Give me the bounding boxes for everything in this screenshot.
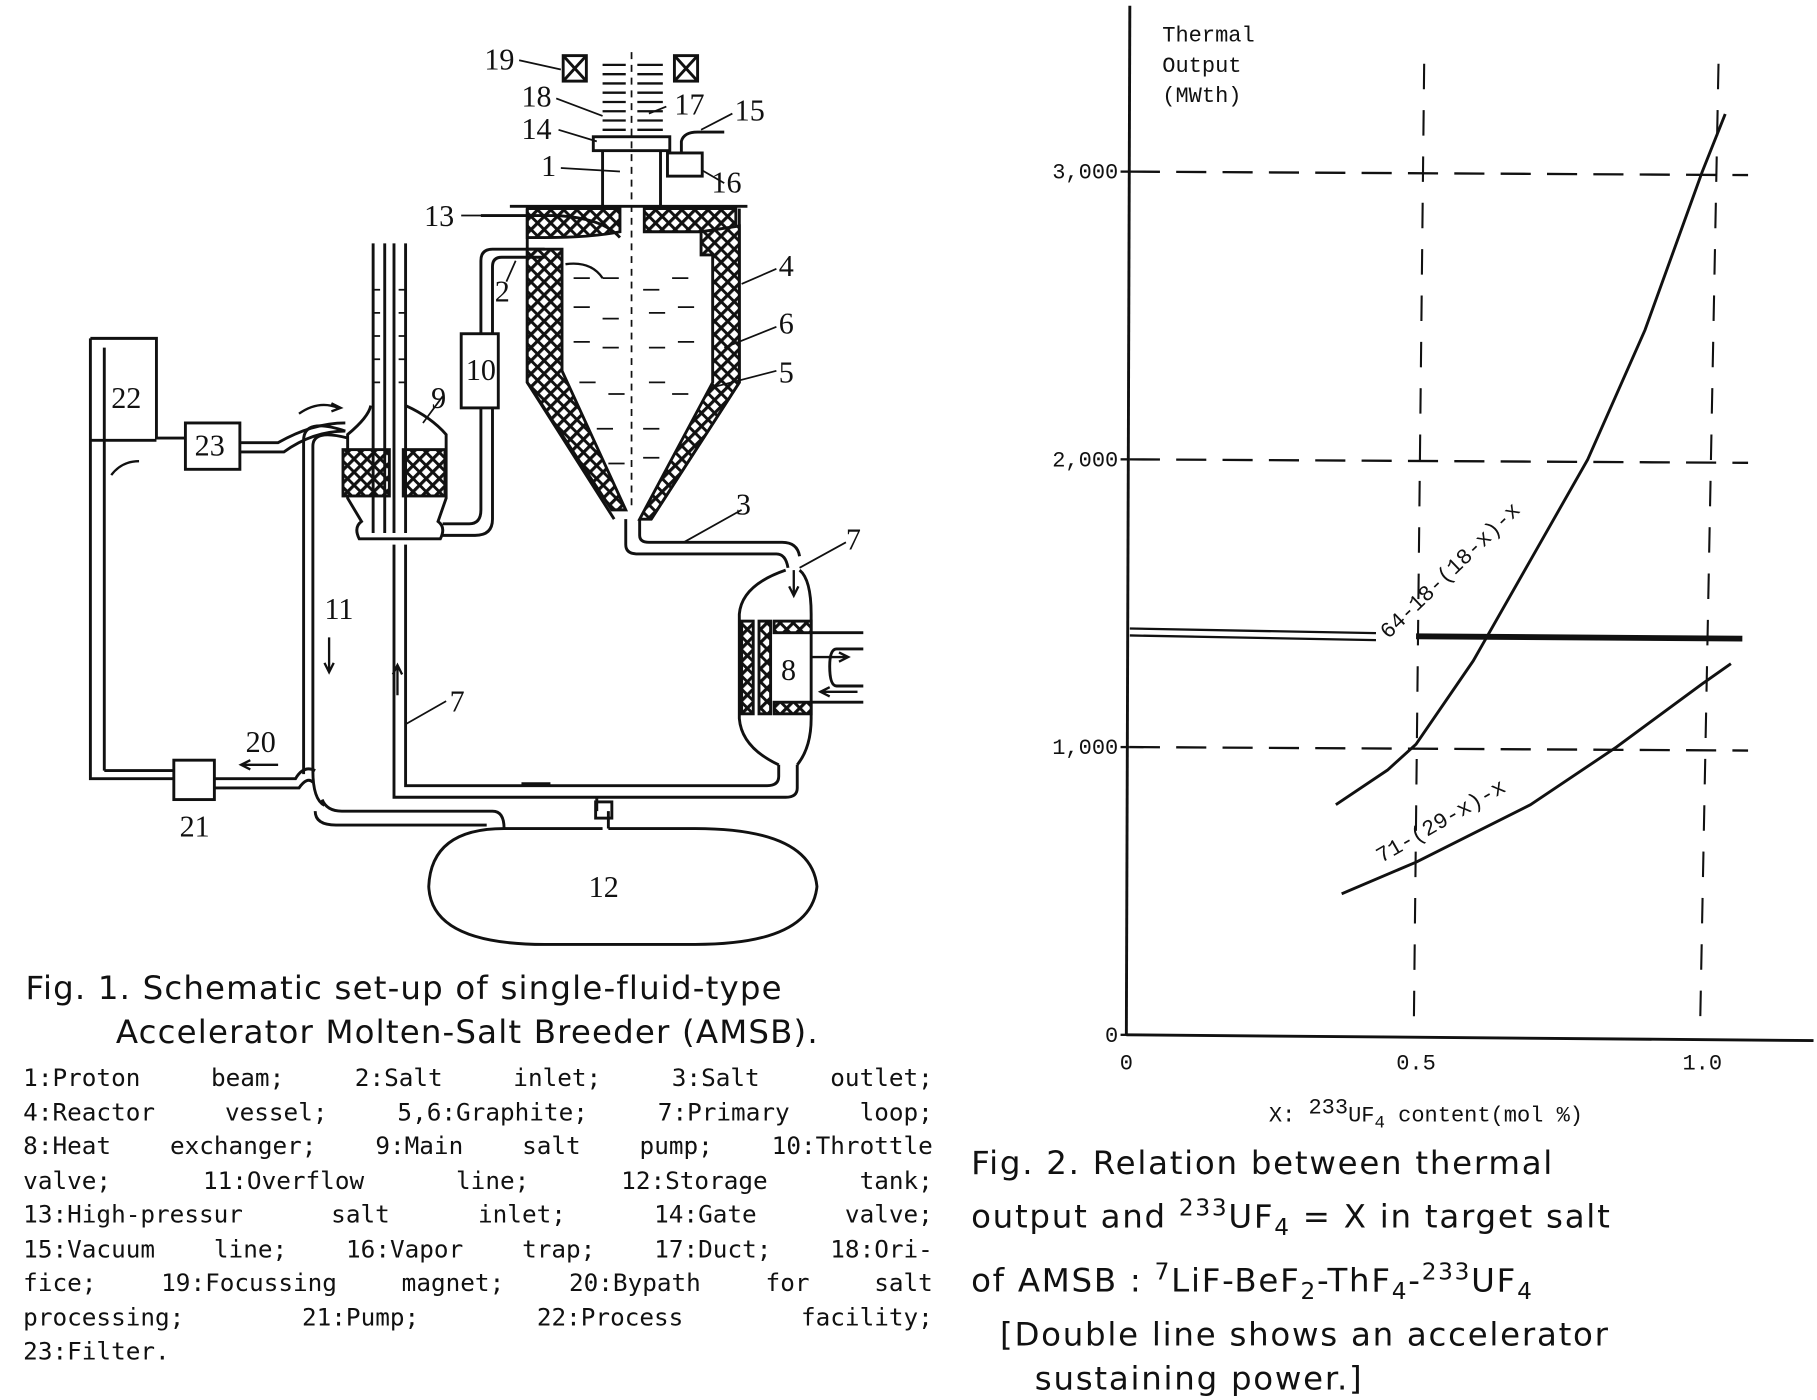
throttle-valve	[459, 332, 500, 410]
svg-text:7: 7	[450, 685, 465, 719]
storage-line	[313, 797, 610, 829]
svg-text:11: 11	[324, 592, 353, 626]
x-tick-label: 0	[1120, 1052, 1133, 1077]
legend-line: 13:High-pressur salt inlet; 14:Gate valv…	[23, 1200, 933, 1229]
series-line-upper	[1335, 113, 1727, 806]
fig2-caption-line: Fig. 2. Relation between thermal	[971, 1143, 1555, 1182]
series-line-lower	[1341, 662, 1732, 896]
svg-text:21: 21	[180, 810, 210, 844]
vacuum-line	[679, 130, 725, 153]
leader-lines	[405, 59, 847, 726]
svg-text:19: 19	[484, 43, 514, 77]
svg-text:20: 20	[246, 725, 276, 759]
molten-salt	[573, 277, 695, 465]
thermal-output-chart: 0 1,000 2,000 3,000 0 0.5 1.0 Thermal Output (…	[1052, 5, 1814, 1134]
x-axis	[1126, 1033, 1814, 1043]
svg-text:5: 5	[779, 355, 794, 389]
pump-21	[172, 758, 216, 802]
y-tick-label: 0	[1105, 1024, 1118, 1049]
svg-text:12: 12	[589, 870, 619, 904]
fig1-legend: 1:Proton beam; 2:Salt inlet; 3:Salt outl…	[23, 1064, 933, 1372]
fig1-caption-line2: Accelerator Molten-Salt Breeder (AMSB).	[115, 1012, 819, 1052]
heat-exchanger	[737, 568, 813, 767]
svg-text:1: 1	[541, 149, 556, 183]
svg-text:18: 18	[521, 80, 551, 114]
legend-line: processing; 21:Pump; 22:Process facility…	[23, 1303, 933, 1331]
legend-line: 1:Proton beam; 2:Salt inlet; 3:Salt outl…	[23, 1063, 933, 1092]
storage-tank	[427, 827, 819, 946]
y-label-line: Thermal	[1162, 24, 1254, 49]
amsb-schematic: 19 18 17 15 14 1 16 13 4 2 6 5 22 10 9 2…	[88, 43, 864, 946]
svg-text:15: 15	[735, 94, 765, 128]
accelerator-power-double-line	[1129, 627, 1377, 635]
legend-line: 8:Heat exchanger; 9:Main salt pump; 10:T…	[23, 1132, 933, 1160]
pipe-13	[480, 214, 622, 239]
filter	[183, 421, 242, 471]
y-label-line: Output	[1162, 54, 1241, 79]
fig2-caption: Fig. 2. Relation between thermal output …	[971, 1141, 1611, 1400]
fig2-caption-line: output and 233UF4 = X in target salt	[971, 1193, 1612, 1241]
grid-line-h	[1129, 458, 1749, 464]
svg-text:10: 10	[466, 353, 496, 387]
legend-line: 4:Reactor vessel; 5,6:Graphite; 7:Primar…	[23, 1097, 933, 1126]
legend-line: 23:Filter.	[23, 1337, 170, 1366]
svg-text:13: 13	[424, 199, 454, 233]
y-label-line: (MWth)	[1162, 84, 1241, 109]
series-label-lower: 71-(29-x)-x	[1372, 775, 1510, 869]
series-label-upper: 64-18-(18-x)-x	[1376, 498, 1526, 644]
primary-loop	[392, 544, 799, 799]
graphite-outer	[525, 247, 629, 512]
x-tick-label: 0.5	[1396, 1052, 1436, 1077]
svg-text:16: 16	[712, 165, 742, 199]
svg-text:7: 7	[846, 522, 861, 556]
svg-text:8: 8	[781, 653, 796, 687]
accelerator-power-double-line	[1129, 634, 1377, 642]
x-axis-label: X: 233UF4 content(mol %)	[1269, 1096, 1583, 1134]
y-axis	[1124, 5, 1132, 1035]
svg-text:9: 9	[431, 381, 446, 415]
component-labels: 19 18 17 15 14 1 16 13 4 2 6 5 22 10 9 2…	[111, 43, 861, 904]
duct-orifice	[602, 63, 663, 131]
legend-line: 15:Vacuum line; 16:Vapor trap; 17:Duct; …	[23, 1234, 933, 1263]
fig2-caption-line: [Double line shows an accelerator	[1000, 1315, 1610, 1354]
svg-text:22: 22	[111, 381, 141, 415]
fig2-caption-line: sustaining power.]	[1034, 1359, 1364, 1398]
fig2-caption-line: of AMSB : 7LiF-BeF2-ThF4-233UF4	[971, 1257, 1534, 1305]
flow-arrows	[110, 262, 858, 785]
grid-line-v	[1698, 63, 1720, 1035]
gate-valve	[591, 135, 672, 153]
vapor-trap	[666, 151, 704, 178]
svg-text:2: 2	[495, 274, 510, 308]
beam-tube	[601, 150, 662, 207]
svg-text:4: 4	[779, 249, 794, 283]
legend-line: valve; 11:Overflow line; 12:Storage tank…	[23, 1166, 933, 1195]
grid-line-h	[1129, 170, 1749, 177]
grid-line-h	[1129, 745, 1749, 752]
salt-outlet	[624, 519, 802, 569]
graphite-inner	[637, 224, 741, 521]
y-tick-label: 2,000	[1052, 448, 1118, 473]
fig1-caption-line1: Fig. 1. Schematic set-up of single-fluid…	[25, 968, 783, 1007]
svg-text:6: 6	[779, 307, 794, 341]
svg-text:3: 3	[736, 488, 751, 522]
accelerator-power-thick-line	[1416, 633, 1743, 642]
x-tick-label: 1.0	[1682, 1052, 1722, 1077]
svg-text:23: 23	[195, 428, 225, 462]
drain-valve	[594, 800, 614, 820]
grid-line-v	[1412, 63, 1426, 1035]
svg-text:14: 14	[521, 112, 551, 146]
legend-line: fice; 19:Focussing magnet; 20:Bypath for…	[23, 1268, 933, 1297]
bypath-line	[88, 336, 346, 790]
svg-text:17: 17	[674, 88, 704, 122]
focussing-magnet	[561, 54, 700, 83]
main-salt-pump	[346, 404, 448, 541]
y-tick-label: 3,000	[1052, 161, 1118, 186]
y-tick-label: 1,000	[1052, 736, 1118, 761]
